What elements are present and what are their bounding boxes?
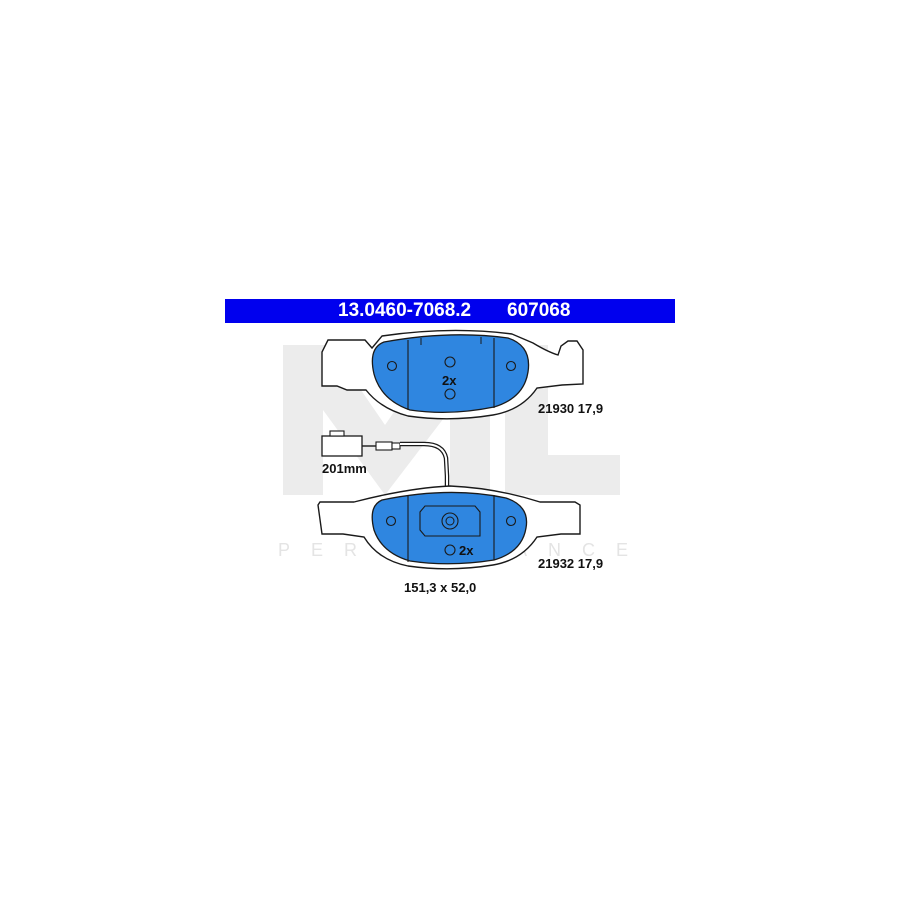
part-number-banner: 13.0460-7068.2 607068 bbox=[225, 299, 675, 323]
pad-dimensions: 151,3 x 52,0 bbox=[404, 580, 477, 595]
bottom-pad-spec: 21932 17,9 bbox=[538, 556, 604, 571]
reference-number: 607068 bbox=[507, 300, 571, 321]
bottom-pad-quantity: 2x bbox=[459, 543, 474, 558]
sensor-wire bbox=[400, 443, 448, 497]
part-number: 13.0460-7068.2 bbox=[338, 300, 472, 321]
top-pad-spec: 21930 17,9 bbox=[538, 401, 604, 416]
sensor-length: 201mm bbox=[322, 461, 367, 476]
top-pad-quantity: 2x bbox=[442, 373, 457, 388]
